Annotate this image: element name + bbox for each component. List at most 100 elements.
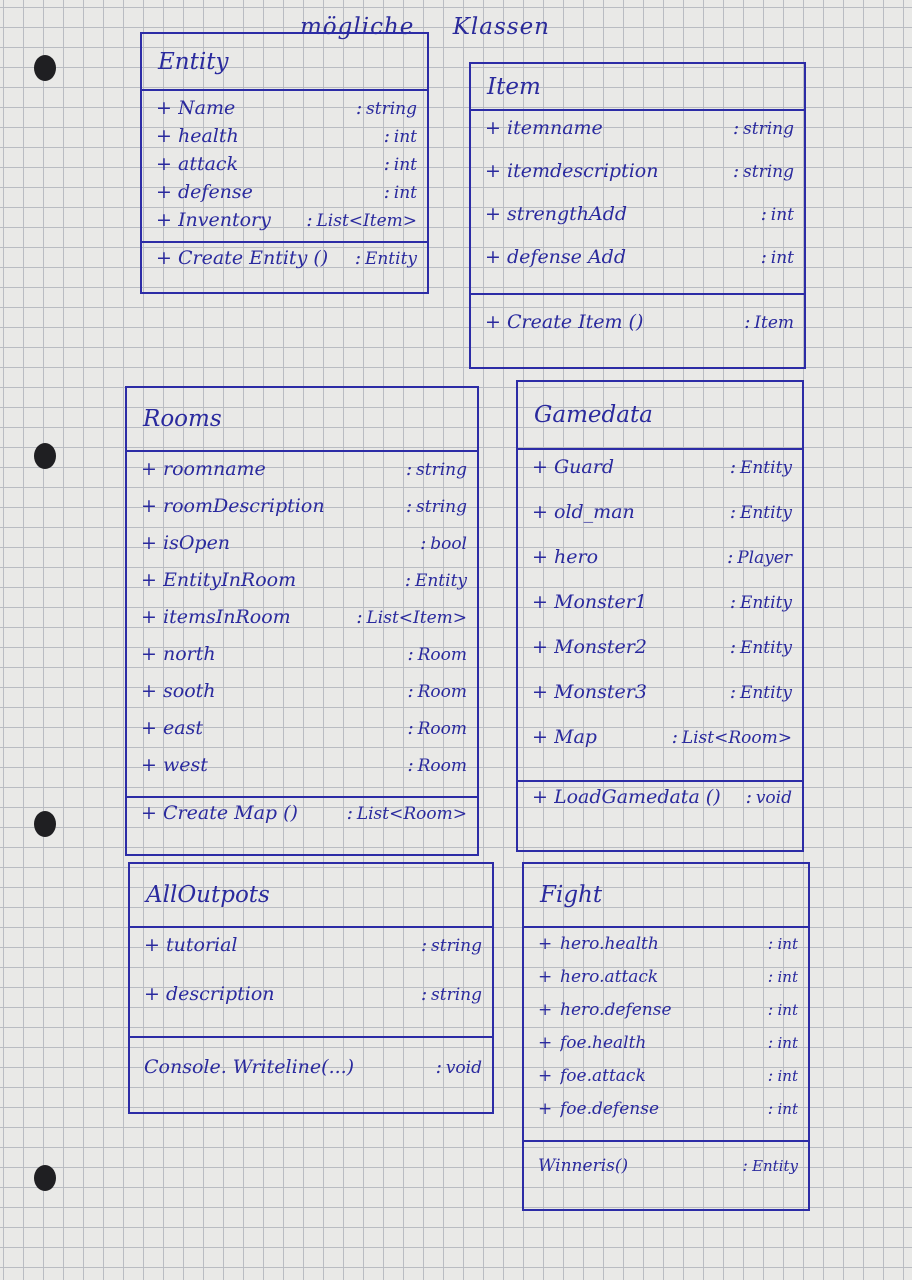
attribute-name: defense — [178, 181, 253, 203]
attribute-row: +hero.health:int — [538, 934, 798, 967]
attribute-row: +isOpen:bool — [141, 532, 467, 569]
attribute-name: foe.attack — [560, 1066, 646, 1086]
attribute-type: Room — [417, 645, 467, 665]
attribute-name: EntityInRoom — [163, 569, 297, 591]
type-separator: : — [745, 786, 753, 808]
visibility-marker: + — [532, 456, 548, 478]
type-separator: : — [744, 311, 751, 333]
attribute-name: health — [178, 125, 239, 147]
binder-hole — [34, 811, 56, 837]
visibility-marker: + — [141, 606, 157, 628]
type-separator: : — [405, 495, 413, 517]
attribute-type: bool — [430, 534, 467, 554]
attribute-type: string — [743, 162, 794, 182]
type-separator: : — [767, 967, 774, 987]
attribute-type: Entity — [739, 683, 792, 703]
type-separator: : — [355, 97, 363, 119]
type-separator: : — [767, 1099, 774, 1119]
return-type: void — [445, 1058, 482, 1078]
attribute-row: +Monster1:Entity — [532, 591, 792, 636]
attribute-type: Entity — [739, 638, 792, 658]
method-list: +Create Item ():Item — [471, 293, 804, 337]
attribute-type: int — [777, 935, 799, 953]
method-signature: Create Entity () — [178, 247, 329, 269]
type-separator: : — [732, 160, 740, 182]
visibility-marker: + — [141, 532, 157, 554]
attribute-type: int — [777, 1067, 799, 1085]
attribute-name: hero.defense — [560, 1000, 672, 1020]
visibility-marker: + — [538, 1033, 553, 1053]
visibility-marker: + — [485, 246, 501, 268]
attribute-type: int — [393, 183, 417, 203]
class-name-fight: Fight — [524, 864, 808, 928]
attribute-row: +hero:Player — [532, 546, 792, 591]
attribute-row: +foe.defense:int — [538, 1099, 798, 1132]
attribute-name: Name — [178, 97, 236, 119]
class-box-alloutputs: AllOutpots +tutorial:string+description:… — [128, 862, 494, 1114]
type-separator: : — [404, 569, 412, 591]
attribute-name: Monster1 — [554, 591, 647, 613]
type-separator: : — [420, 532, 427, 554]
visibility-marker: + — [532, 786, 548, 808]
type-separator: : — [760, 246, 767, 268]
type-separator: : — [671, 726, 679, 748]
type-separator: : — [435, 1056, 443, 1078]
attribute-type: Entity — [739, 503, 792, 523]
type-separator: : — [346, 802, 354, 824]
attribute-list: +itemname:string+itemdescription:string+… — [471, 111, 804, 293]
type-separator: : — [407, 754, 414, 776]
visibility-marker: + — [156, 125, 172, 147]
attribute-name: foe.defense — [560, 1099, 660, 1119]
attribute-type: Room — [417, 682, 467, 702]
visibility-marker: + — [532, 726, 548, 748]
attribute-list: +Guard:Entity+old_man:Entity+hero:Player… — [518, 450, 802, 780]
attribute-name: strengthAdd — [507, 203, 628, 225]
attribute-row: +east:Room — [141, 717, 467, 754]
attribute-row: +Monster2:Entity — [532, 636, 792, 681]
type-separator: : — [407, 643, 414, 665]
attribute-row: +defense:int — [156, 181, 417, 209]
attribute-row: +Inventory:List<Item> — [156, 209, 417, 237]
attribute-name: old_man — [554, 501, 635, 523]
method-list: Winneris():Entity — [524, 1140, 808, 1180]
attribute-name: tutorial — [166, 934, 238, 956]
visibility-marker: + — [532, 501, 548, 523]
attribute-name: defense Add — [507, 246, 627, 268]
attribute-name: Inventory — [178, 209, 271, 231]
return-type: Entity — [752, 1157, 798, 1175]
attribute-name: hero — [554, 546, 599, 568]
attribute-row: +attack:int — [156, 153, 417, 181]
type-separator: : — [729, 456, 737, 478]
visibility-marker: + — [156, 153, 172, 175]
class-name-gamedata: Gamedata — [518, 382, 802, 450]
attribute-name: itemdescription — [507, 160, 659, 182]
visibility-marker: + — [144, 934, 160, 956]
type-separator: : — [767, 1000, 774, 1020]
return-type: Item — [754, 313, 794, 333]
attribute-list: +hero.health:int+hero.attack:int+hero.de… — [524, 928, 808, 1140]
attribute-type: int — [777, 968, 799, 986]
method-list: Console. Writeline(...):void — [130, 1036, 492, 1082]
visibility-marker: + — [156, 247, 172, 269]
class-name-alloutputs: AllOutpots — [130, 864, 492, 928]
return-type: void — [755, 788, 792, 808]
method-signature: Console. Writeline(...) — [144, 1056, 355, 1078]
binder-hole — [34, 1165, 56, 1191]
attribute-list: +roomname:string+roomDescription:string+… — [127, 452, 477, 796]
type-separator: : — [729, 681, 737, 703]
attribute-row: +Monster3:Entity — [532, 681, 792, 726]
attribute-type: string — [416, 460, 467, 480]
type-separator: : — [354, 247, 362, 269]
attribute-row: +strengthAdd:int — [485, 203, 794, 246]
method-row: +Create Entity ():Entity — [156, 247, 417, 269]
visibility-marker: + — [538, 1066, 553, 1086]
attribute-row: +old_man:Entity — [532, 501, 792, 546]
method-list: +Create Entity ():Entity — [142, 241, 427, 273]
method-row: Winneris():Entity — [538, 1156, 798, 1176]
visibility-marker: + — [538, 934, 553, 954]
visibility-marker: + — [141, 495, 157, 517]
visibility-marker: + — [485, 311, 501, 333]
visibility-marker: + — [532, 681, 548, 703]
type-separator: : — [407, 680, 414, 702]
binder-hole — [34, 55, 56, 81]
